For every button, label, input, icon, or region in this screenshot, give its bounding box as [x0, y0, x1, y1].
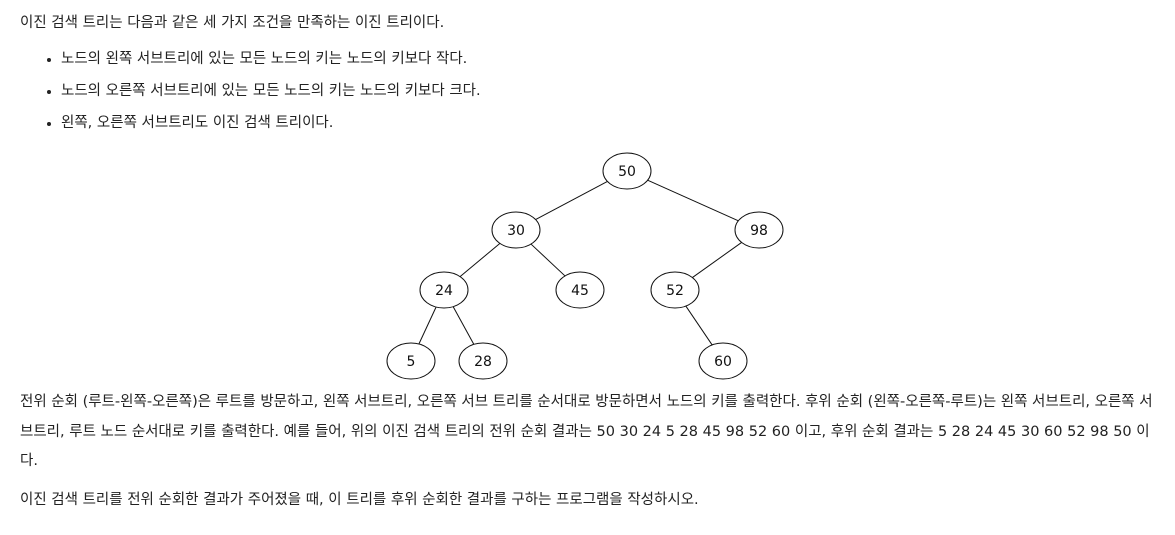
tree-node-30: 30 — [491, 211, 541, 249]
tree-node-45: 45 — [555, 271, 605, 309]
tree-node-24: 24 — [419, 271, 469, 309]
tree-node-ellipse — [650, 271, 700, 309]
bst-conditions-list: 노드의 왼쪽 서브트리에 있는 모든 노드의 키는 노드의 키보다 작다. 노드… — [20, 48, 1160, 134]
tree-node-ellipse — [602, 152, 652, 190]
traversal-description: 전위 순회 (루트-왼쪽-오른쪽)은 루트를 방문하고, 왼쪽 서브트리, 오른… — [20, 394, 1153, 469]
tree-node-ellipse — [419, 271, 469, 309]
tree-edge-24-28 — [452, 306, 475, 345]
tree-node-ellipse — [734, 211, 784, 249]
tree-node-key: 98 — [750, 223, 768, 239]
tree-node-key: 30 — [507, 223, 525, 239]
problem-description: 이진 검색 트리는 다음과 같은 세 가지 조건을 만족하는 이진 트리이다. … — [20, 12, 1160, 511]
tree-node-5: 5 — [386, 342, 436, 380]
condition-item: 노드의 왼쪽 서브트리에 있는 모든 노드의 키는 노드의 키보다 작다. — [61, 48, 1160, 70]
tree-node-key: 5 — [407, 354, 416, 370]
condition-item: 왼쪽, 오른쪽 서브트리도 이진 검색 트리이다. — [61, 112, 1160, 134]
tree-node-key: 24 — [435, 283, 453, 299]
tree-node-key: 52 — [666, 283, 684, 299]
tree-edge-30-45 — [530, 243, 566, 277]
tree-node-60: 60 — [698, 342, 748, 380]
condition-item: 노드의 오른쪽 서브트리에 있는 모든 노드의 키는 노드의 키보다 크다. — [61, 80, 1160, 102]
task-text: 이진 검색 트리를 전위 순회한 결과가 주어졌을 때, 이 트리를 후위 순회… — [20, 491, 699, 508]
tree-node-ellipse — [555, 271, 605, 309]
tree-node-52: 52 — [650, 271, 700, 309]
tree-edge-30-24 — [459, 242, 501, 278]
tree-node-ellipse — [491, 211, 541, 249]
tree-node-98: 98 — [734, 211, 784, 249]
bst-diagram-svg: 50 30 98 24 45 52 5 28 60 — [386, 152, 784, 380]
tree-edge-98-52 — [692, 242, 742, 278]
bst-diagram: 50 30 98 24 45 52 5 28 60 — [20, 144, 1160, 386]
tree-node-key: 45 — [571, 283, 589, 299]
tree-node-ellipse — [386, 342, 436, 380]
tree-edge-24-5 — [418, 306, 437, 345]
tree-node-50: 50 — [602, 152, 652, 190]
tree-node-ellipse — [698, 342, 748, 380]
tree-edge-50-30 — [535, 180, 608, 221]
tree-node-key: 50 — [618, 164, 636, 180]
tree-node-key: 28 — [474, 354, 492, 370]
tree-edge-50-98 — [647, 179, 739, 222]
intro-text: 이진 검색 트리는 다음과 같은 세 가지 조건을 만족하는 이진 트리이다. — [20, 15, 445, 31]
tree-node-28: 28 — [458, 342, 508, 380]
tree-node-ellipse — [458, 342, 508, 380]
tree-edge-52-60 — [685, 305, 713, 346]
tree-node-key: 60 — [714, 354, 732, 370]
